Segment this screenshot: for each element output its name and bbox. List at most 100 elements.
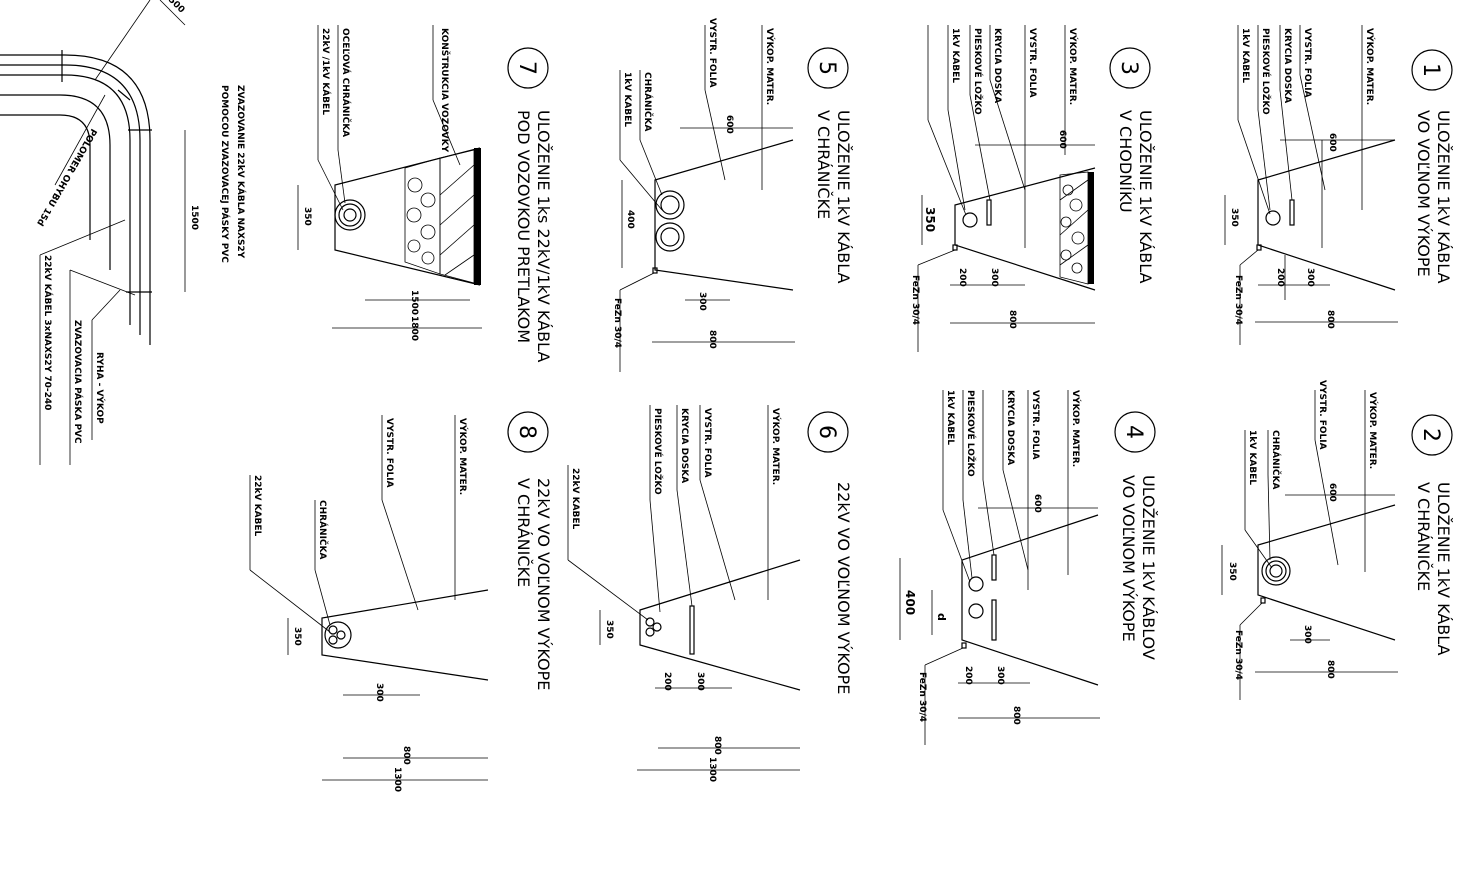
- section-1-title: ULOŽENIE 1kV KÁBLA: [1434, 110, 1453, 283]
- s4-dim-200: 200: [963, 666, 973, 685]
- s7-dim-350: 350: [302, 207, 312, 226]
- s4-label-lozko: PIESKOVÉ LOŽKO: [965, 390, 977, 477]
- s5-label-chranicka: CHRÁNIČKA: [642, 72, 654, 131]
- section-7-under-road: 7 ULOŽENIE 1ks 22kV/1kV KÁBLA POD VOZOVK…: [297, 25, 553, 362]
- section-6-22kv-open: 6 22kV VO VOĽNOM VÝKOPE VÝKOP. MATER. VY…: [567, 405, 853, 782]
- s4-dim-400: 400: [903, 590, 917, 615]
- s3-dim-600: 600: [1057, 130, 1067, 149]
- s4-label-folia: VYSTR. FOLIA: [1030, 390, 1040, 460]
- bundle-label-ryha: RYHA - VÝKOP: [94, 352, 106, 424]
- section-6-number: 6: [814, 425, 839, 439]
- s5-fezn: FeZn 30/4: [612, 298, 622, 348]
- s4-label-vykop: VÝKOP. MATER.: [1070, 390, 1082, 467]
- s8-label-folia: VYSTR. FOLIA: [384, 418, 394, 488]
- section-3-number: 3: [1116, 61, 1141, 75]
- bundle-dim-500: 500: [166, 0, 186, 15]
- s6-label-doska: KRYCIA DOSKA: [679, 408, 689, 483]
- section-4-subtitle: VO VOĽNOM VÝKOPE: [1119, 475, 1138, 642]
- s6-dim-1300: 1300: [707, 757, 717, 782]
- section-4-title: ULOŽENIE 1kV KÁBLOV: [1139, 475, 1158, 660]
- s6-dim-800: 800: [712, 736, 722, 755]
- s5-dim-600: 600: [724, 115, 734, 134]
- s8-dim-1300: 1300: [392, 767, 402, 792]
- s5-label-kabel: 1kV KABEL: [622, 72, 632, 127]
- s7-label-kabel: 22kV /1kV KÁBEL: [320, 28, 332, 115]
- s6-dim-200: 200: [662, 672, 672, 691]
- section-2-subtitle: V CHRÁNIČKE: [1414, 482, 1433, 591]
- s2-dim-350: 350: [1227, 562, 1237, 581]
- section-1-subtitle: VO VOĽNOM VÝKOPE: [1414, 110, 1433, 277]
- s6-label-kabel: 22kV KABEL: [570, 468, 580, 530]
- s2-dim-600: 600: [1327, 483, 1337, 502]
- bundle-label-kabel: 22kV KÁBEL 3xNAXS2Y 70-240: [42, 255, 54, 410]
- s1-dim-200: 200: [1275, 268, 1285, 287]
- cable-bundling-detail: ZVAZOVANIE 22kV KÁBLA NAXS2Y POMOCOU ZVA…: [0, 0, 247, 465]
- section-3-title: ULOŽENIE 1kV KÁBLA: [1136, 110, 1155, 283]
- section-5-number: 5: [814, 61, 839, 75]
- s3-label-lozko: PIESKOVÉ LOŽKO: [972, 28, 984, 115]
- s1-label-kabel: 1kV KABEL: [1240, 28, 1250, 83]
- section-3-sidewalk: 3 ULOŽENIE 1kV KÁBLA V CHODNÍKU VÝKOP. M…: [910, 25, 1155, 352]
- s6-label-vykop: VÝKOP. MATER.: [770, 408, 782, 485]
- s3-label-vykop: VÝKOP. MATER.: [1067, 28, 1079, 105]
- s5-label-vykop: VÝKOP. MATER.: [764, 28, 776, 105]
- s1-label-vykop: VÝKOP. MATER.: [1364, 28, 1376, 105]
- s1-label-folia: VYSTR. FOLIA: [1302, 28, 1312, 98]
- bundle-subtitle: POMOCOU ZVAZOVACEJ PÁSKY PVC: [219, 85, 231, 263]
- s8-dim-300: 300: [374, 683, 384, 702]
- section-5-conduits: 5 ULOŽENIE 1kV KÁBLA V CHRÁNIČKE VÝKOP. …: [612, 18, 853, 372]
- section-7-title: ULOŽENIE 1ks 22kV/1kV KÁBLA: [534, 110, 553, 362]
- section-1-open-trench: 1 ULOŽENIE 1kV KÁBLA VO VOĽNOM VÝKOPE VÝ…: [1224, 25, 1453, 345]
- section-8-number: 8: [514, 425, 539, 439]
- s2-dim-300: 300: [1302, 625, 1312, 644]
- s6-label-lozko: PIESKOVÉ LOŽKO: [652, 408, 664, 495]
- section-2-number: 2: [1418, 428, 1443, 442]
- s3-fezn: FeZn 30/4: [910, 275, 920, 325]
- s1-dim-350: 350: [1229, 208, 1239, 227]
- bundle-radius-label: POLOMER OHYBU 15d: [34, 127, 98, 228]
- section-5-subtitle: V CHRÁNIČKE: [814, 110, 833, 219]
- section-7-number: 7: [514, 61, 539, 75]
- s5-dim-800: 800: [707, 330, 717, 349]
- s4-label-doska: KRYCIA DOSKA: [1005, 390, 1015, 465]
- s5-dim-300: 300: [697, 292, 707, 311]
- section-1-number: 1: [1418, 63, 1443, 77]
- s8-label-kabel: 22kV KABEL: [252, 475, 262, 537]
- section-2-title: ULOŽENIE 1kV KÁBLA: [1434, 482, 1453, 655]
- s3-label-folia: VYSTR. FOLIA: [1027, 28, 1037, 98]
- s6-dim-300: 300: [695, 672, 705, 691]
- s2-label-vykop: VÝKOP. MATER.: [1367, 392, 1379, 469]
- s2-label-chranicka: CHRÁNIČKA: [1270, 430, 1282, 489]
- s2-dim-800: 800: [1325, 660, 1335, 679]
- s5-label-folia: VYSTR. FOLIA: [707, 18, 717, 88]
- s2-label-folia: VYSTR. FOLIA: [1317, 380, 1327, 450]
- s1-label-doska: KRYCIA DOSKA: [1282, 28, 1292, 103]
- s7-dim-1800: 1800: [409, 316, 419, 341]
- bundle-dim-1500: 1500: [189, 205, 199, 230]
- s3-dim-300: 300: [989, 268, 999, 287]
- bundle-title: ZVAZOVANIE 22kV KÁBLA NAXS2Y: [235, 85, 247, 259]
- s4-label-kabel: 1kV KABEL: [945, 390, 955, 445]
- s8-dim-800: 800: [401, 746, 411, 765]
- section-6-title: 22kV VO VOĽNOM VÝKOPE: [834, 482, 853, 694]
- section-8-subtitle: V CHRÁNIČKE: [514, 478, 533, 587]
- section-8-22kv-conduit: 8 22kV VO VOĽNOM VÝKOPE V CHRÁNIČKE VÝKO…: [249, 411, 553, 792]
- s1-dim-800: 800: [1325, 310, 1335, 329]
- s6-dim-350: 350: [604, 620, 614, 639]
- section-5-title: ULOŽENIE 1kV KÁBLA: [834, 110, 853, 283]
- s3-dim-350: 350: [923, 207, 937, 232]
- section-8-title: 22kV VO VOĽNOM VÝKOPE: [534, 478, 553, 690]
- s3-dim-200: 200: [957, 268, 967, 287]
- s7-dim-1500: 1500: [409, 290, 419, 315]
- s4-dim-300: 300: [995, 666, 1005, 685]
- s2-label-kabel: 1kV KABEL: [1247, 430, 1257, 485]
- section-4-two-cables: 4 ULOŽENIE 1kV KÁBLOV VO VOĽNOM VÝKOPE V…: [899, 390, 1158, 745]
- s4-dim-800: 800: [1011, 706, 1021, 725]
- section-3-subtitle: V CHODNÍKU: [1116, 110, 1135, 213]
- s3-label-kabel: 1kV KABEL: [950, 28, 960, 83]
- section-7-subtitle: POD VOZOVKOU PRETLAKOM: [514, 110, 533, 343]
- s8-label-chranicka: CHRÁNIČKA: [317, 500, 329, 559]
- s8-label-vykop: VÝKOP. MATER.: [457, 418, 469, 495]
- s4-fezn: FeZn 30/4: [917, 672, 927, 722]
